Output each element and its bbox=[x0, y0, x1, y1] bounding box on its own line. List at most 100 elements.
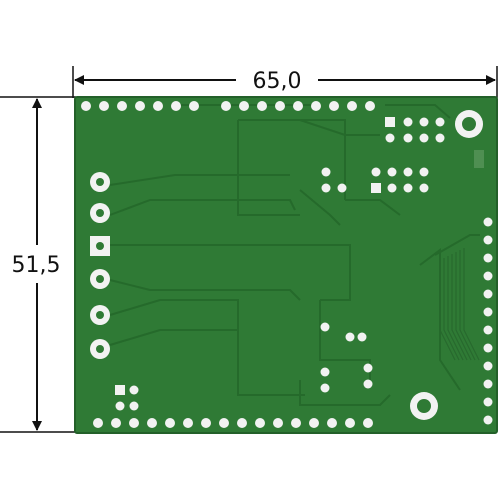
mounting-hole-top-right-drill bbox=[462, 117, 476, 131]
pad bbox=[483, 253, 493, 263]
pad bbox=[291, 418, 301, 428]
terminal-pad bbox=[96, 209, 104, 217]
pad bbox=[320, 383, 330, 393]
pad bbox=[329, 101, 339, 111]
pad bbox=[293, 101, 303, 111]
height-dimension: 51,5 bbox=[0, 96, 76, 433]
pad bbox=[403, 183, 413, 193]
pad bbox=[357, 332, 367, 342]
pad bbox=[111, 418, 121, 428]
width-dimension: 65,0 bbox=[72, 66, 498, 98]
pad bbox=[311, 101, 321, 111]
mounting-holes bbox=[410, 110, 483, 420]
terminal-pad bbox=[96, 345, 104, 353]
pad bbox=[483, 325, 493, 335]
trace-bus bbox=[439, 248, 480, 361]
pad bbox=[171, 101, 181, 111]
pad bbox=[387, 183, 397, 193]
pad bbox=[483, 217, 493, 227]
pad bbox=[183, 418, 193, 428]
pad bbox=[320, 367, 330, 377]
pad bbox=[129, 385, 139, 395]
smd-pad bbox=[474, 150, 484, 168]
pad bbox=[255, 418, 265, 428]
height-label: 51,5 bbox=[12, 253, 61, 278]
pad bbox=[419, 183, 429, 193]
pad bbox=[309, 418, 319, 428]
pad bbox=[153, 101, 163, 111]
pad bbox=[371, 167, 381, 177]
pad bbox=[483, 289, 493, 299]
pad bbox=[320, 322, 330, 332]
bottom-pin-row bbox=[93, 418, 373, 428]
via-cluster-center bbox=[321, 167, 347, 193]
pad bbox=[363, 379, 373, 389]
header-cluster-middle bbox=[371, 167, 429, 193]
pad bbox=[347, 101, 357, 111]
pad bbox=[93, 418, 103, 428]
pcb-board bbox=[74, 96, 498, 434]
pad bbox=[345, 332, 355, 342]
pad bbox=[435, 133, 445, 143]
pad bbox=[387, 167, 397, 177]
square-pad bbox=[385, 117, 395, 127]
pad bbox=[321, 183, 331, 193]
pad bbox=[129, 401, 139, 411]
board-outline bbox=[74, 96, 498, 434]
pad bbox=[99, 101, 109, 111]
pad bbox=[385, 133, 395, 143]
pad bbox=[363, 363, 373, 373]
smd-footprint bbox=[474, 150, 484, 168]
pad bbox=[129, 418, 139, 428]
pad bbox=[419, 117, 429, 127]
pad bbox=[237, 418, 247, 428]
pad bbox=[483, 271, 493, 281]
pad bbox=[483, 343, 493, 353]
pad bbox=[483, 307, 493, 317]
square-pad bbox=[115, 385, 125, 395]
mounting-hole-bottom-drill bbox=[417, 399, 431, 413]
via-cluster-lower bbox=[320, 322, 373, 393]
terminal-pad bbox=[96, 242, 104, 250]
terminal-pad bbox=[96, 275, 104, 283]
pad bbox=[483, 415, 493, 425]
pad bbox=[419, 167, 429, 177]
pad bbox=[239, 101, 249, 111]
top-pin-row bbox=[81, 101, 375, 111]
pad bbox=[81, 101, 91, 111]
pad bbox=[257, 101, 267, 111]
pad bbox=[219, 418, 229, 428]
terminal-pad bbox=[96, 178, 104, 186]
pad bbox=[201, 418, 211, 428]
pad bbox=[189, 101, 199, 111]
pad bbox=[115, 401, 125, 411]
pad bbox=[435, 117, 445, 127]
pad bbox=[345, 418, 355, 428]
pad bbox=[403, 117, 413, 127]
pad bbox=[483, 361, 493, 371]
right-pin-column bbox=[483, 217, 493, 425]
pad bbox=[337, 183, 347, 193]
width-label: 65,0 bbox=[253, 69, 302, 94]
pad bbox=[117, 101, 127, 111]
pad bbox=[483, 379, 493, 389]
pad bbox=[403, 133, 413, 143]
pad bbox=[273, 418, 283, 428]
pad bbox=[419, 133, 429, 143]
pad bbox=[165, 418, 175, 428]
pad bbox=[135, 101, 145, 111]
square-pad bbox=[371, 183, 381, 193]
pad bbox=[147, 418, 157, 428]
header-cluster-bottom-left bbox=[115, 385, 139, 411]
header-cluster-top bbox=[385, 117, 445, 143]
pad bbox=[221, 101, 231, 111]
pad bbox=[483, 397, 493, 407]
pad bbox=[365, 101, 375, 111]
pad bbox=[483, 235, 493, 245]
pad bbox=[321, 167, 331, 177]
pad bbox=[403, 167, 413, 177]
pad bbox=[327, 418, 337, 428]
terminal-pad bbox=[96, 311, 104, 319]
pad bbox=[363, 418, 373, 428]
